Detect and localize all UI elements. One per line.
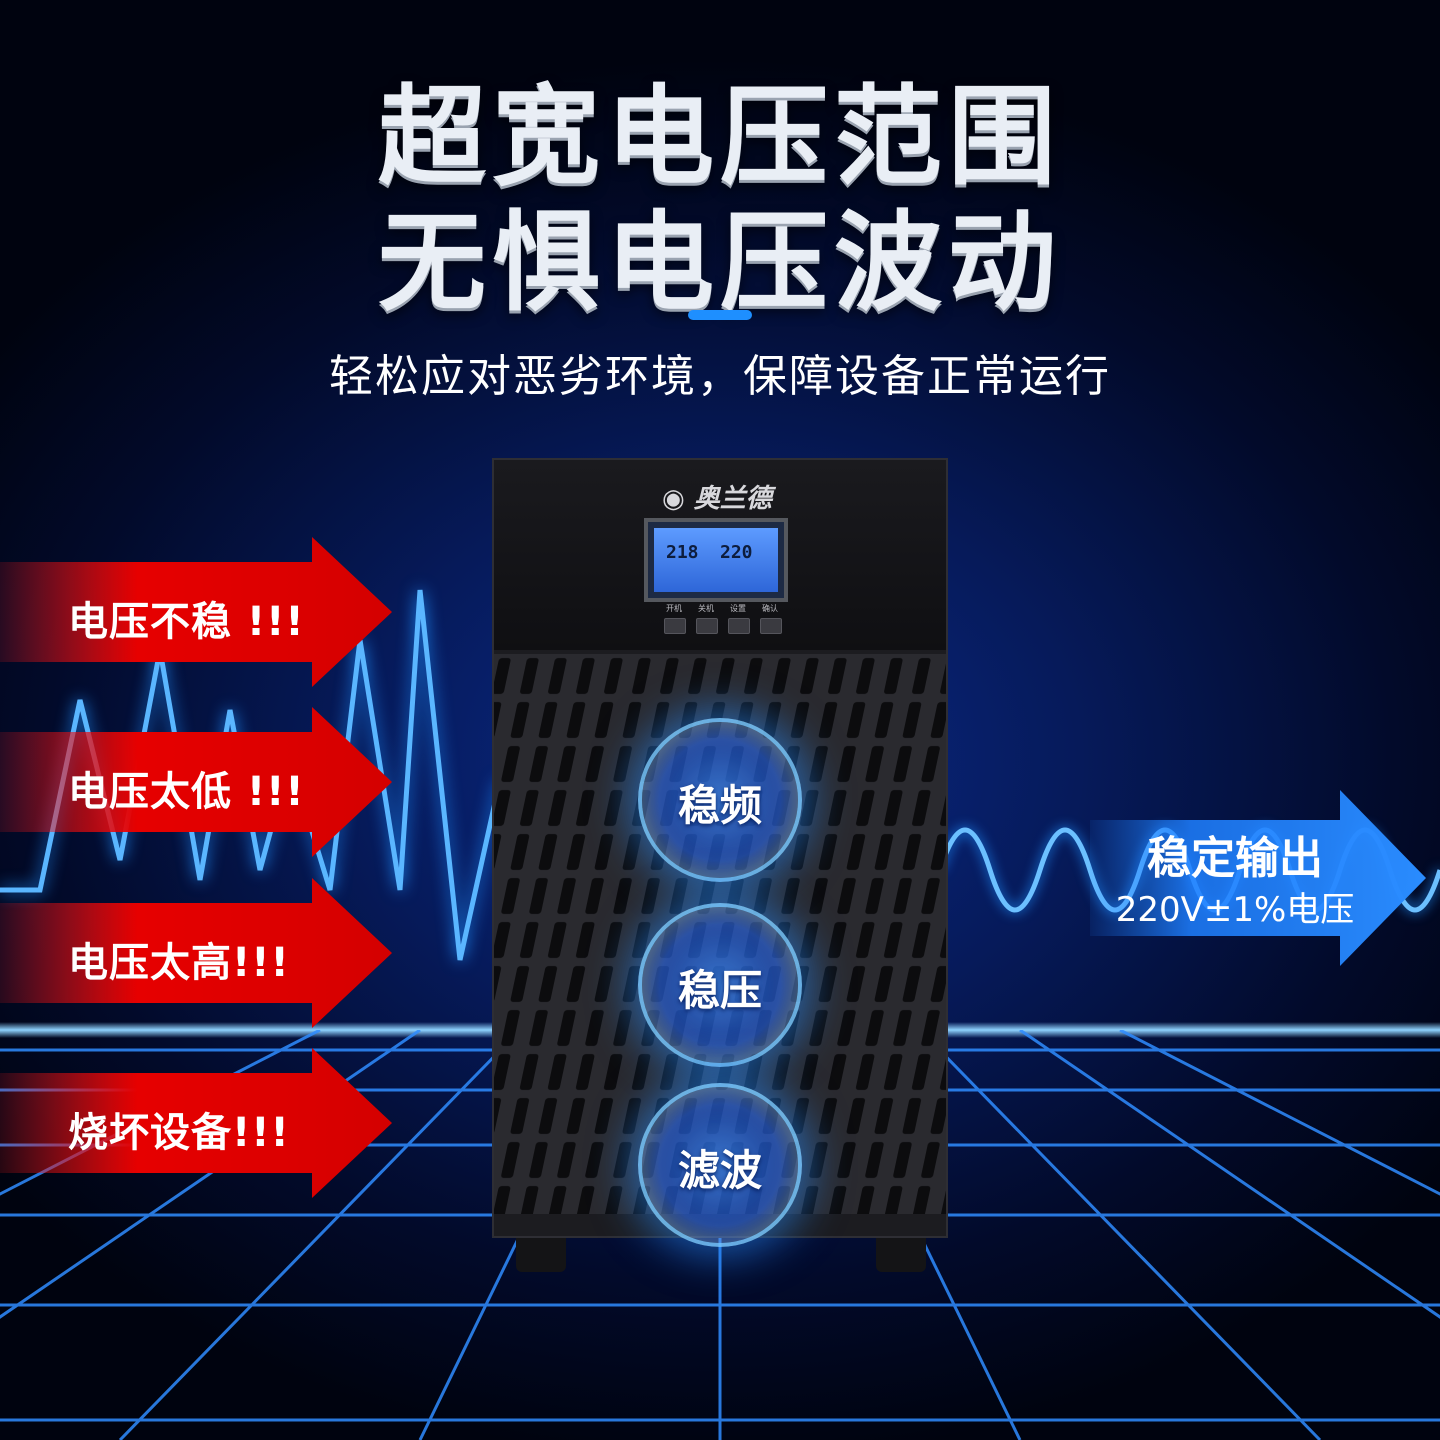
red-arrow-icon (0, 878, 392, 1028)
accent-divider (688, 310, 752, 320)
red-arrow-icon (0, 1048, 392, 1198)
feature-label: 稳频 (677, 781, 762, 830)
warning-label: 电压太高!!! (68, 940, 290, 986)
warning-label: 电压太低 !!! (68, 769, 305, 815)
red-arrow-icon (0, 537, 392, 687)
lcd-display: 218 220 (644, 518, 788, 602)
headline-line-1: 超宽电压范围 (377, 75, 1062, 200)
logo-mark-icon: ◉ (662, 484, 685, 514)
lcd-output-voltage: 220 (720, 542, 753, 563)
warning-arrow-unstable: 电压不稳 !!! (0, 537, 395, 687)
feature-label: 稳压 (677, 966, 762, 1015)
button-label-confirm: 确认 (762, 604, 778, 613)
output-title: 稳定输出 (1147, 833, 1323, 884)
feature-badge-frequency: 稳频 (638, 718, 802, 882)
feature-badge-filter: 滤波 (638, 1083, 802, 1247)
power-off-button[interactable] (696, 618, 718, 634)
warning-arrow-low: 电压太低 !!! (0, 707, 395, 857)
feature-badge-voltage: 稳压 (638, 903, 802, 1067)
lcd-input-voltage: 218 (666, 542, 699, 563)
device-control-panel: ◉ 奥兰德 218 220 开机 关机 设置 确认 (494, 460, 946, 650)
blue-arrow-icon (1090, 790, 1426, 966)
output-spec: 220V±1%电压 (1115, 890, 1355, 930)
button-label-off: 关机 (698, 604, 714, 613)
settings-button[interactable] (728, 618, 750, 634)
warning-label: 电压不稳 !!! (68, 599, 305, 645)
button-label-settings: 设置 (730, 604, 746, 613)
headline-line-2: 无惧电压波动 (377, 201, 1062, 326)
warning-arrow-damage: 烧坏设备!!! (0, 1048, 395, 1198)
power-on-button[interactable] (664, 618, 686, 634)
confirm-button[interactable] (760, 618, 782, 634)
lcd-screen: 218 220 (654, 528, 778, 592)
feature-label: 滤波 (677, 1146, 762, 1195)
brand-logo: ◉ 奥兰德 (662, 478, 772, 515)
warning-arrow-high: 电压太高!!! (0, 878, 395, 1028)
device-foot-left (516, 1238, 566, 1272)
red-arrow-icon (0, 707, 392, 857)
subtitle: 轻松应对恶劣环境，保障设备正常运行 (329, 351, 1111, 402)
button-label-on: 开机 (666, 604, 682, 613)
device-foot-right (876, 1238, 926, 1272)
brand-name: 奥兰德 (693, 484, 772, 514)
warning-label: 烧坏设备!!! (68, 1110, 290, 1156)
